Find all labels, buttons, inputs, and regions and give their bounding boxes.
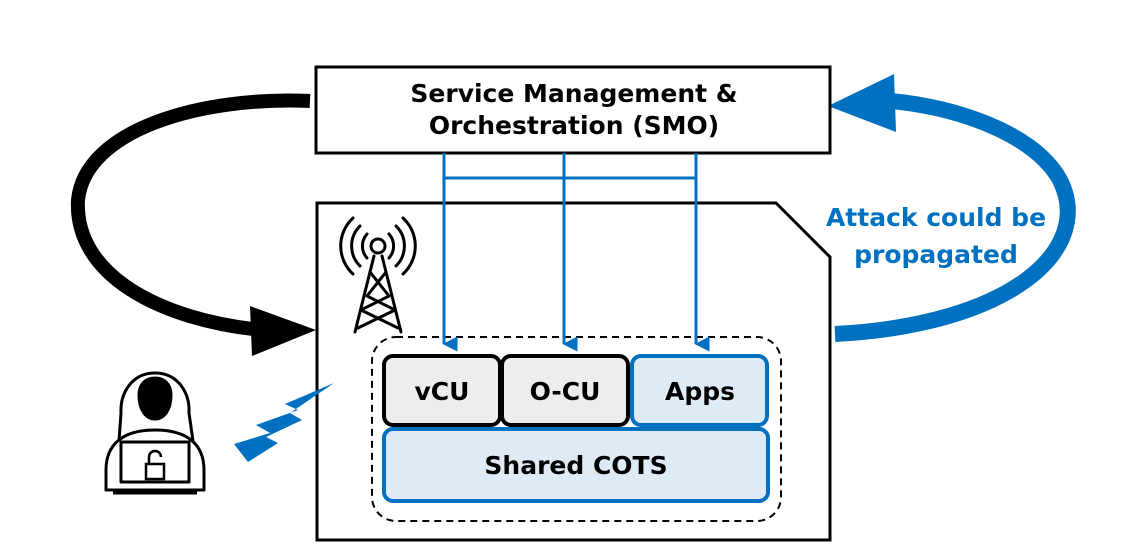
- antenna-tower-icon: [339, 216, 417, 334]
- apps-box: Apps: [630, 354, 769, 427]
- smo-connectors: [442, 153, 710, 352]
- vcu-label: vCU: [415, 377, 470, 406]
- attack-annotation-line2: propagated: [854, 240, 1018, 269]
- attack-propagation-arrow: [828, 74, 1076, 342]
- smo-to-ran-arrow: [70, 93, 316, 356]
- smo-title-line1: Service Management &: [410, 79, 737, 108]
- shared-cots-label: Shared COTS: [484, 451, 667, 480]
- attack-annotation-line1: Attack could be: [826, 203, 1046, 232]
- unlocked-padlock-icon: [144, 449, 166, 481]
- hacker-icon: [104, 371, 206, 495]
- ocu-box: O-CU: [500, 354, 630, 427]
- vcu-box: vCU: [382, 354, 502, 427]
- smo-box: Service Management & Orchestration (SMO): [314, 65, 832, 155]
- apps-label: Apps: [665, 377, 735, 406]
- ocu-label: O-CU: [530, 377, 601, 406]
- smo-title-line2: Orchestration (SMO): [429, 111, 719, 140]
- shared-cots-box: Shared COTS: [382, 427, 770, 503]
- lightning-bolt-icon: [234, 383, 334, 462]
